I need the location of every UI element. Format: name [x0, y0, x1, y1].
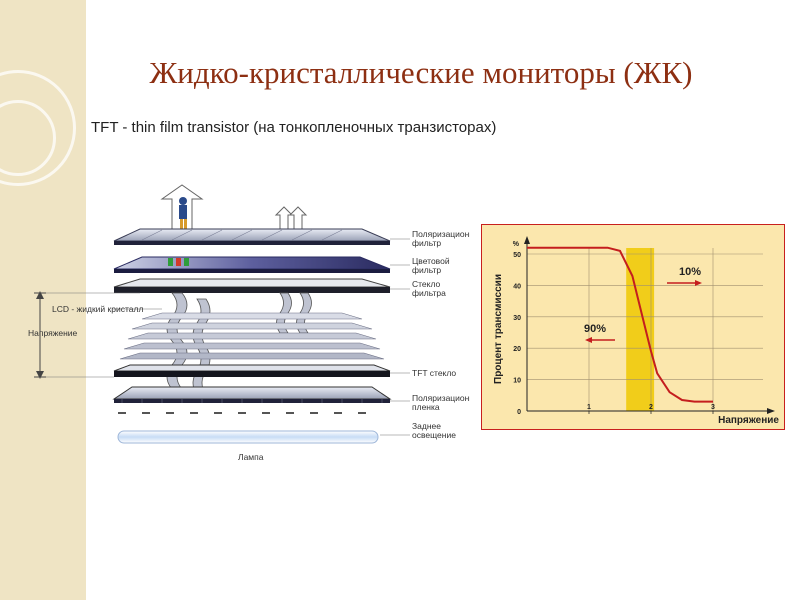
y-tick-label: 40 [513, 283, 521, 290]
color-filter-plate [113, 256, 391, 270]
y-axis-arrow [524, 236, 530, 244]
x-tick-label: 3 [711, 404, 715, 411]
transmission-curve [527, 246, 713, 403]
transmission-chart: 0 10 20 30 40 50 1 2 3% Процент трансмиссииНапряж… [481, 224, 785, 430]
x-tick-label: 1 [587, 404, 591, 411]
label-color-filter: Цветовой [412, 256, 450, 266]
label-tft-glass: TFT стекло [412, 368, 456, 378]
decorative-ring [0, 100, 56, 176]
label-glass-filter: Стекло [412, 279, 441, 289]
y-tick-label: 20 [513, 346, 521, 353]
y-tick-label: 50 [513, 252, 521, 259]
annotation-arrowhead [585, 337, 592, 343]
annotation-arrowhead [695, 280, 702, 286]
lamp-tube [117, 430, 379, 444]
y-axis-label: Процент трансмиссии [493, 274, 504, 384]
label-voltage: Напряжение [28, 328, 78, 338]
label-polarizer-film-2: пленка [412, 402, 440, 412]
annotation-10-percent: 10% [679, 266, 701, 278]
label-polarizer-film: Поляризационная [412, 393, 470, 403]
polarizer-film-plate [112, 386, 392, 400]
label-polarizer-filter: Поляризационный [412, 229, 470, 239]
y-tick-label: 30 [513, 315, 521, 322]
x-tick-label: 2 [649, 404, 653, 411]
person-icon [179, 197, 187, 229]
annotation-90-percent: 90% [584, 323, 606, 335]
light-arrow-small [288, 206, 308, 232]
polarizer-filter-plate [113, 228, 391, 242]
x-axis-arrow [767, 408, 775, 414]
y-unit-label: % [513, 241, 520, 248]
label-backlight-2: освещение [412, 430, 456, 440]
light-arrow-small [274, 206, 294, 232]
x-axis-label: Напряжение [718, 415, 779, 426]
glass-filter-plate [113, 278, 391, 288]
highlight-band [626, 248, 655, 411]
label-color-filter-2: фильтр [412, 265, 441, 275]
y-tick-label: 0 [517, 409, 521, 416]
label-lcd: LCD - жидкий кристалл [52, 304, 143, 314]
y-tick-label: 10 [513, 378, 521, 385]
label-glass-filter-2: фильтра [412, 288, 446, 298]
decorative-sidebar [0, 0, 86, 600]
slide-subtitle: TFT - thin film transistor (на тонкоплен… [91, 119, 497, 136]
lcd-structure-diagram: Поляризационный фильтр Цветовой фильтр С… [28, 184, 470, 462]
label-polarizer-filter-2: фильтр [412, 238, 441, 248]
label-backlight: Заднее [412, 421, 441, 431]
label-lamp: Лампа [238, 452, 264, 462]
slide-title: Жидко-кристаллические мониторы (ЖК) [149, 55, 693, 90]
tft-glass-plate [113, 364, 391, 372]
liquid-crystal-layers [119, 312, 385, 360]
